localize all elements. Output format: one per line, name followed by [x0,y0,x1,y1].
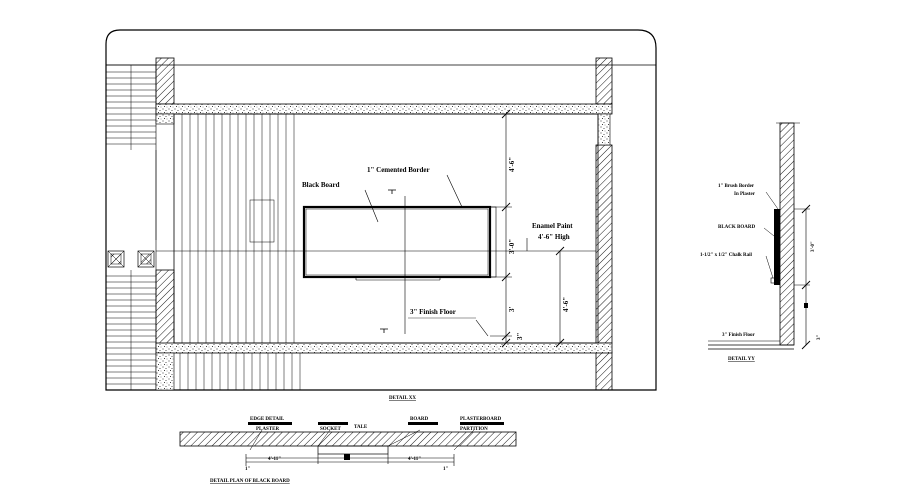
strip-dim-right: 4'-11" [408,457,421,462]
strip-tag-left: EDGE DETAIL [250,417,285,422]
right-wall-bottom [595,351,613,391]
section-label-floor: 3" Finish Floor [722,333,756,338]
dim-floor: 3" [516,333,524,341]
strip-board [317,445,389,455]
bottom-stair-treads [179,353,301,390]
label-cemented-border: 1" Cemented Border [367,166,430,174]
strip-wall [179,431,517,447]
dim-top: 4'-6" [508,157,516,172]
section-label-brush: 1" Brush Border [718,184,755,189]
left-stair-strip [105,64,157,391]
label-finish-floor: 3" Finish Floor [410,308,456,316]
strip-dim-left: 4'-11" [268,457,281,462]
strip-tag-right: BOARD [410,417,428,422]
top-concrete-band [155,103,613,115]
label-enamel-height: 4'-6" High [538,233,570,241]
dim-bottom: 3' [508,307,516,313]
plan-outer-frame [105,29,657,391]
left-wall-top [155,57,175,105]
detail-yy-title: DETAIL YY [728,357,755,362]
section-black-board [774,209,780,285]
section-label-brush-2: In Plaster [734,192,756,197]
interior-stair-treads [181,114,295,343]
column-box-right [137,250,155,268]
black-board-plan [302,205,492,279]
section-dim-board: 3'-0" [811,241,816,252]
dim-right: 4'-6" [562,297,570,312]
section-dim-floor: 3" [817,335,822,341]
dim-board: 3'-0" [508,239,516,254]
bottom-concrete-band [155,342,613,354]
right-wall-mid [595,144,613,344]
detail-xx-title: DETAIL XX [389,396,416,401]
label-black-board: Black Board [302,181,340,189]
strip-dim-edge-right: 1" [443,467,449,472]
column-box-left [107,250,125,268]
strip-tag-far-right: PLASTERBOARD [460,417,502,422]
section-label-black-board: BLACK BOARD [718,225,755,230]
strip-tag-mid: SOCKET [320,427,342,432]
detail-xx-plan: 1" Cemented Border Black Board Enamel Pa… [105,29,657,401]
label-enamel-paint: Enamel Paint [532,222,573,230]
strip-tag-far-right-sub: PARTITION [460,427,488,432]
strip-dim-edge-left: 1" [245,467,251,472]
left-wall-bottom [155,269,175,345]
detail-plan-strip: EDGE DETAIL PLASTER SOCKET TALE BOARD PL… [179,417,517,484]
strip-tag-center: TALE [354,425,368,430]
detail-plan-title: DETAIL PLAN OF BLACK BOARD [210,479,290,484]
strip-tag-left-sub: PLASTER [256,427,279,432]
right-wall-top [595,57,613,105]
detail-yy-section: 1" Brush Border In Plaster BLACK BOARD 1… [700,122,822,362]
section-wall [779,122,795,346]
section-label-chalk-rail: 1-1/2" x 1/2" Chalk Rail [700,253,753,258]
